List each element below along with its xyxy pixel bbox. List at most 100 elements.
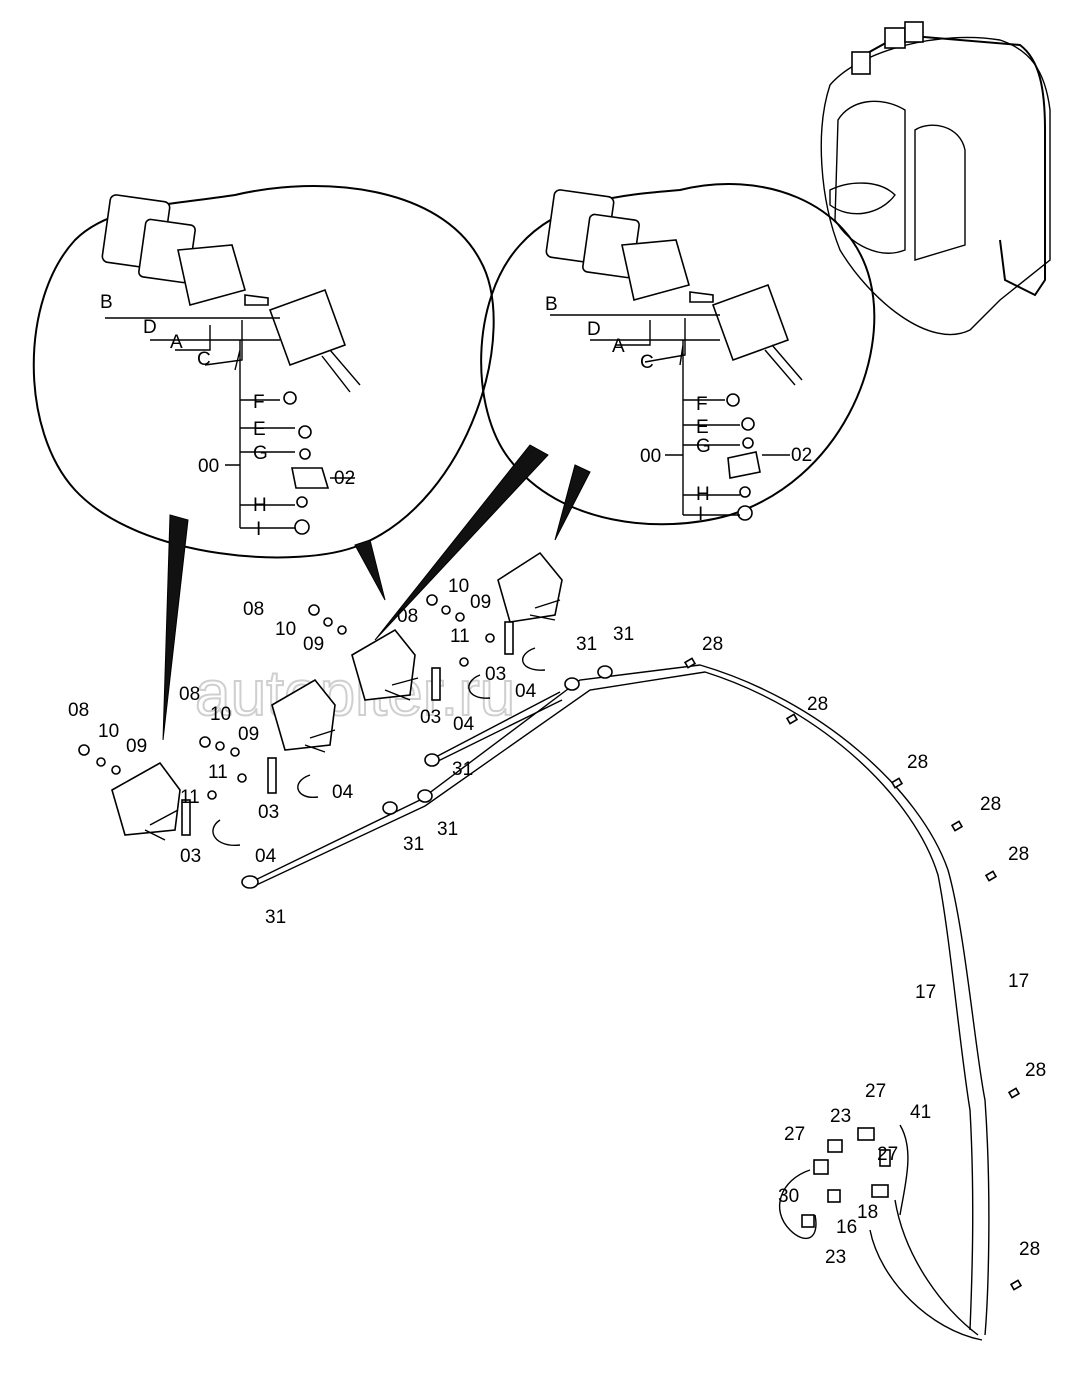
label-g: G bbox=[253, 443, 268, 464]
nut-08-icon bbox=[308, 604, 320, 616]
callout-08: 08 bbox=[397, 606, 418, 627]
callout-28: 28 bbox=[980, 794, 1001, 815]
washer-icon bbox=[299, 448, 311, 460]
clamp-28-icon bbox=[950, 820, 964, 832]
wiring-harness bbox=[241, 664, 990, 1341]
callout-28: 28 bbox=[807, 694, 828, 715]
relay-icon bbox=[813, 1159, 829, 1175]
bulb-icon bbox=[244, 294, 269, 306]
washer-09-icon bbox=[111, 765, 121, 775]
screw-icon bbox=[283, 391, 297, 405]
callout-27: 27 bbox=[784, 1124, 805, 1145]
washer-10-icon bbox=[441, 605, 451, 615]
callout-16: 16 bbox=[836, 1217, 857, 1238]
callout-03: 03 bbox=[485, 664, 506, 685]
washer-09-icon bbox=[337, 625, 347, 635]
clamp-28-icon bbox=[1009, 1279, 1023, 1291]
callout-10: 10 bbox=[275, 619, 296, 640]
screw-icon bbox=[726, 393, 740, 407]
connector-16-icon bbox=[827, 1189, 841, 1203]
lamp-2-icon bbox=[271, 678, 336, 751]
cab-outline bbox=[820, 21, 1051, 336]
nut-08-icon bbox=[78, 744, 90, 756]
bracket-4-icon bbox=[504, 621, 514, 655]
callout-labels: 08 10 09 11 03 04 31 08 10 09 11 03 04 3… bbox=[68, 576, 1046, 1268]
callout-09: 09 bbox=[126, 736, 147, 757]
lamp-assembly-2 bbox=[199, 678, 336, 798]
nut-icon bbox=[737, 505, 753, 521]
clip-31-icon bbox=[382, 801, 398, 815]
bracket-2-icon bbox=[267, 757, 277, 794]
clip-31-icon bbox=[241, 875, 259, 889]
bracket-3-icon bbox=[431, 667, 441, 701]
label-f: F bbox=[253, 392, 265, 413]
callout-28: 28 bbox=[702, 634, 723, 655]
label-h: H bbox=[253, 495, 267, 516]
callout-18: 18 bbox=[857, 1202, 878, 1223]
label-e: E bbox=[253, 419, 266, 440]
label-assy: 00 bbox=[640, 446, 661, 467]
washer-icon bbox=[742, 437, 754, 449]
callout-04: 04 bbox=[255, 846, 277, 867]
bolt-11-icon bbox=[485, 633, 495, 643]
clamp-28-icon bbox=[785, 713, 799, 725]
label-assy: 00 bbox=[198, 456, 219, 477]
callout-04: 04 bbox=[453, 714, 475, 735]
lamp-1-icon bbox=[111, 761, 181, 836]
lamp-assembly-4 bbox=[426, 551, 563, 671]
bulb-housing-icon bbox=[177, 244, 246, 306]
callout-10: 10 bbox=[98, 721, 119, 742]
callout-28: 28 bbox=[1008, 844, 1029, 865]
clip-31-icon bbox=[424, 753, 440, 767]
bolt-11-icon bbox=[237, 773, 247, 783]
callout-04: 04 bbox=[515, 681, 537, 702]
connector-27b-icon bbox=[879, 1149, 891, 1167]
connector-18-icon bbox=[871, 1184, 889, 1198]
cab-light-right-icon bbox=[904, 21, 924, 43]
clamp-28-icon bbox=[683, 657, 697, 669]
callout-11: 11 bbox=[450, 626, 470, 647]
callout-28: 28 bbox=[907, 752, 928, 773]
callout-08: 08 bbox=[68, 700, 89, 721]
label-d: D bbox=[143, 317, 157, 338]
label-i: I bbox=[256, 519, 261, 540]
bracket-1-icon bbox=[181, 799, 191, 836]
label-d: D bbox=[587, 319, 601, 340]
label-bracket: 02 bbox=[334, 468, 355, 489]
label-f: F bbox=[696, 394, 708, 415]
callout-27: 27 bbox=[877, 1144, 898, 1165]
label-a: A bbox=[170, 332, 183, 353]
callout-31: 31 bbox=[403, 834, 424, 855]
label-b: B bbox=[100, 292, 113, 313]
bolt-11-icon bbox=[207, 790, 217, 800]
callout-17: 17 bbox=[915, 982, 936, 1003]
clip-31-icon bbox=[597, 665, 613, 679]
washer-10-icon bbox=[215, 741, 225, 751]
bolt-11-icon bbox=[459, 657, 469, 667]
lamp-assembly-3 bbox=[308, 604, 491, 701]
callout-09: 09 bbox=[238, 724, 259, 745]
connector-27-icon bbox=[857, 1127, 875, 1141]
washer-10-icon bbox=[323, 617, 333, 627]
washer-09-icon bbox=[455, 612, 465, 622]
callout-08: 08 bbox=[179, 684, 200, 705]
callout-10: 10 bbox=[210, 704, 231, 725]
nut-08-icon bbox=[426, 594, 438, 606]
callout-23: 23 bbox=[825, 1247, 846, 1268]
label-b: B bbox=[545, 294, 558, 315]
clamps-28 bbox=[683, 657, 1023, 1291]
callout-31: 31 bbox=[576, 634, 597, 655]
switch-cluster bbox=[801, 1127, 891, 1228]
label-bracket: 02 bbox=[791, 445, 812, 466]
lamp-body-icon bbox=[268, 288, 347, 367]
connector-23b-icon bbox=[801, 1214, 815, 1228]
callout-09: 09 bbox=[470, 592, 491, 613]
callout-23: 23 bbox=[830, 1106, 851, 1127]
nut-08-icon bbox=[199, 736, 211, 748]
lock-washer-icon bbox=[739, 486, 751, 498]
callout-03: 03 bbox=[420, 707, 441, 728]
lamp-assembly-1 bbox=[78, 744, 241, 846]
cab-light-mid-icon bbox=[884, 27, 906, 49]
lamp-body-icon bbox=[711, 283, 790, 362]
